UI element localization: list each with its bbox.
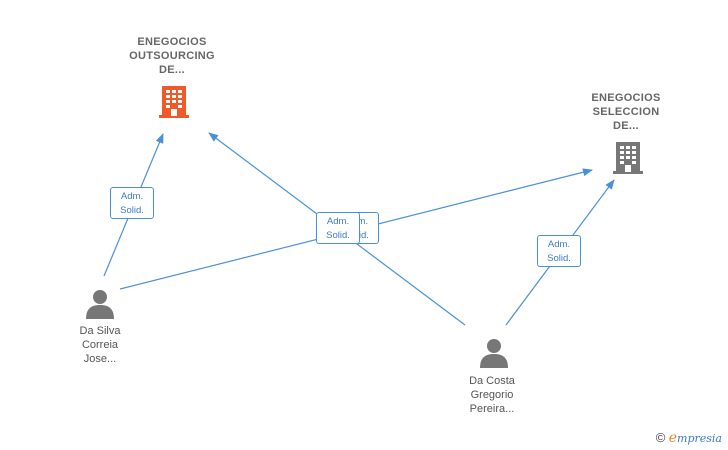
person-label-line: Da Costa	[469, 375, 515, 387]
building-icon[interactable]	[612, 140, 644, 176]
role-badge-line: Adm.	[326, 216, 350, 227]
person-label-line: Correia	[81, 339, 119, 351]
company-label-line: ENEGOCIOS	[591, 92, 661, 104]
company-label-line: OUTSOURCING	[129, 50, 215, 62]
person-icon[interactable]	[478, 337, 510, 369]
role-badge-line: Adm.	[120, 191, 144, 202]
company-label-outsourcing[interactable]: ENEGOCIOS OUTSOURCING DE...	[112, 35, 232, 77]
person-label-line: Gregorio	[470, 389, 514, 401]
brand-name: mpresia	[677, 432, 722, 445]
company-label-line: SELECCION	[592, 106, 660, 118]
person-label-line: Da Silva	[79, 325, 121, 337]
copyright-icon: ©	[655, 430, 666, 445]
person-label-da-costa[interactable]: Da Costa Gregorio Pereira...	[442, 374, 542, 416]
person-label-line: Pereira...	[469, 403, 515, 415]
role-badge-line: Solid.	[547, 253, 571, 264]
person-label-line: Jose...	[83, 353, 117, 365]
brand-footer: © empresia	[656, 430, 722, 446]
building-icon[interactable]	[158, 84, 190, 120]
company-label-seleccion[interactable]: ENEGOCIOS SELECCION DE...	[566, 91, 686, 133]
company-label-line: DE...	[159, 64, 185, 76]
role-badge-p2-c2[interactable]: Adm. Solid.	[537, 235, 581, 267]
role-badge-p1-c1[interactable]: Adm. Solid.	[110, 187, 154, 219]
person-label-da-silva[interactable]: Da Silva Correia Jose...	[50, 324, 150, 366]
role-badge-line: Solid.	[326, 230, 350, 241]
role-badge-line: Solid.	[120, 205, 144, 216]
role-badge-p1-c2[interactable]: Adm. Solid.	[316, 212, 360, 244]
company-label-line: DE...	[613, 120, 639, 132]
brand-initial: e	[668, 430, 678, 446]
role-badge-line: Adm.	[547, 239, 571, 250]
person-icon[interactable]	[84, 288, 116, 320]
company-label-line: ENEGOCIOS	[137, 36, 207, 48]
